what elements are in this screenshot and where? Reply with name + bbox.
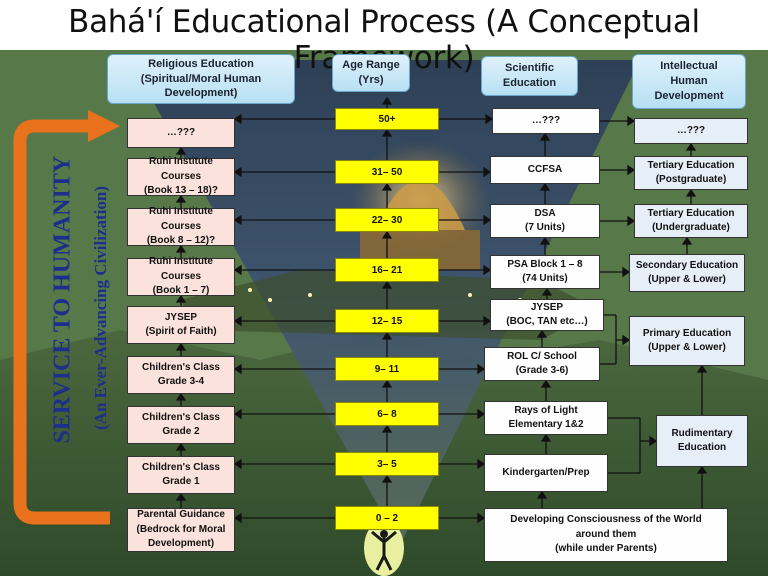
arrow-head	[539, 182, 551, 191]
intellectual-stage: Tertiary Education (Undergraduate)	[634, 204, 748, 238]
arrow-head	[175, 342, 187, 351]
header-intellectual: Intellectual Human Development	[632, 54, 746, 109]
religious-stage: Ruhi Institute Courses (Book 1 – 7)	[127, 256, 235, 296]
religious-stage: Children's Class Grade 3-4	[127, 356, 235, 394]
arrow-head	[381, 474, 393, 483]
arrow-head	[627, 164, 636, 176]
header-age: Age Range (Yrs)	[332, 54, 410, 92]
intellectual-stage: Rudimentary Education	[656, 415, 748, 467]
age-range: 31– 50	[335, 160, 439, 184]
arrow-head	[175, 492, 187, 501]
arrow-head	[483, 264, 492, 276]
arrow-head	[483, 315, 492, 327]
age-range: 16– 21	[335, 258, 439, 282]
age-range: 12– 15	[335, 309, 439, 333]
arrow-head	[536, 490, 548, 499]
arrow-head	[233, 408, 242, 420]
arrow-head	[540, 433, 552, 442]
arrow-head	[477, 363, 486, 375]
age-range: 50+	[335, 108, 439, 130]
arrow-head	[175, 244, 187, 253]
arrow-head	[233, 512, 242, 524]
scientific-stage: ROL C/ School (Grade 3-6)	[484, 347, 600, 381]
service-to-humanity-label: SERVICE TO HUMANITY	[49, 155, 76, 444]
arrow-head	[381, 230, 393, 239]
arrow-head	[381, 128, 393, 137]
arrow-head	[233, 113, 242, 125]
arrow-head	[381, 96, 393, 105]
arrow-head	[175, 442, 187, 451]
age-range: 9– 11	[335, 357, 439, 381]
arrow-head	[175, 392, 187, 401]
scientific-stage: JYSEP (BOC, TAN etc…)	[490, 299, 604, 331]
religious-stage: Parental Guidance (Bedrock for Moral Dev…	[127, 508, 235, 552]
arrow-head	[622, 334, 631, 346]
arrow-head	[477, 512, 486, 524]
arrow-head	[381, 424, 393, 433]
service-arrow	[13, 119, 110, 525]
intellectual-stage: Tertiary Education (Postgraduate)	[634, 156, 748, 190]
arrow-head	[681, 236, 693, 245]
arrow-head	[233, 363, 242, 375]
arrow-head	[539, 132, 551, 141]
scientific-stage: Developing Consciousness of the World ar…	[484, 508, 728, 562]
arrow-head	[540, 379, 552, 388]
arrow-head	[685, 142, 697, 151]
arrow-head	[685, 188, 697, 197]
arrow-head	[175, 146, 187, 155]
arrow-head	[627, 115, 636, 127]
civilization-label: (An Ever-Advancing Civilization)	[91, 186, 110, 430]
arrow-head	[622, 266, 631, 278]
arrow-head	[381, 331, 393, 340]
person-icon	[364, 520, 404, 576]
religious-stage: …???	[127, 118, 235, 148]
arrow-head	[541, 287, 553, 296]
arrow-head	[175, 194, 187, 203]
arrow-head	[381, 280, 393, 289]
scientific-stage: Kindergarten/Prep	[484, 454, 608, 492]
arrow-head	[485, 113, 494, 125]
arrow-head	[483, 166, 492, 178]
header-scientific: Scientific Education	[481, 56, 578, 96]
arrow-head	[381, 182, 393, 191]
title-bar	[0, 0, 768, 50]
religious-stage: Children's Class Grade 1	[127, 456, 235, 494]
arrow-head	[483, 214, 492, 226]
religious-stage: Ruhi Institute Courses (Book 8 – 12)?	[127, 206, 235, 246]
arrow-head	[536, 329, 548, 338]
arrow-head	[175, 294, 187, 303]
arrow-head	[233, 264, 242, 276]
arrow-head	[233, 458, 242, 470]
scientific-stage: PSA Block 1 – 8 (74 Units)	[490, 255, 600, 289]
arrow-head	[696, 364, 708, 373]
arrow-head	[649, 435, 658, 447]
arrow-head	[233, 166, 242, 178]
scientific-stage: DSA (7 Units)	[490, 204, 600, 238]
intellectual-stage: Primary Education (Upper & Lower)	[629, 316, 745, 366]
arrow-head	[381, 379, 393, 388]
arrow-head	[627, 215, 636, 227]
arrow-head	[233, 315, 242, 327]
arrow-head	[233, 214, 242, 226]
religious-stage: Ruhi Institute Courses (Book 13 – 18)?	[127, 156, 235, 196]
scientific-stage: CCFSA	[490, 156, 600, 184]
intellectual-stage: …???	[634, 118, 748, 144]
arrow-head	[539, 236, 551, 245]
religious-stage: JYSEP (Spirit of Faith)	[127, 306, 235, 344]
intellectual-stage: Secondary Education (Upper & Lower)	[629, 254, 745, 292]
age-range: 0 – 2	[335, 506, 439, 530]
scientific-stage: Rays of Light Elementary 1&2	[484, 401, 608, 435]
header-religious: Religious Education (Spiritual/Moral Hum…	[107, 54, 295, 104]
scientific-stage: …???	[492, 108, 600, 134]
age-range: 22– 30	[335, 208, 439, 232]
arrow-head	[477, 408, 486, 420]
religious-stage: Children's Class Grade 2	[127, 406, 235, 444]
age-range: 6– 8	[335, 402, 439, 426]
age-range: 3– 5	[335, 452, 439, 476]
arrow-head	[696, 465, 708, 474]
arrow-head	[477, 458, 486, 470]
